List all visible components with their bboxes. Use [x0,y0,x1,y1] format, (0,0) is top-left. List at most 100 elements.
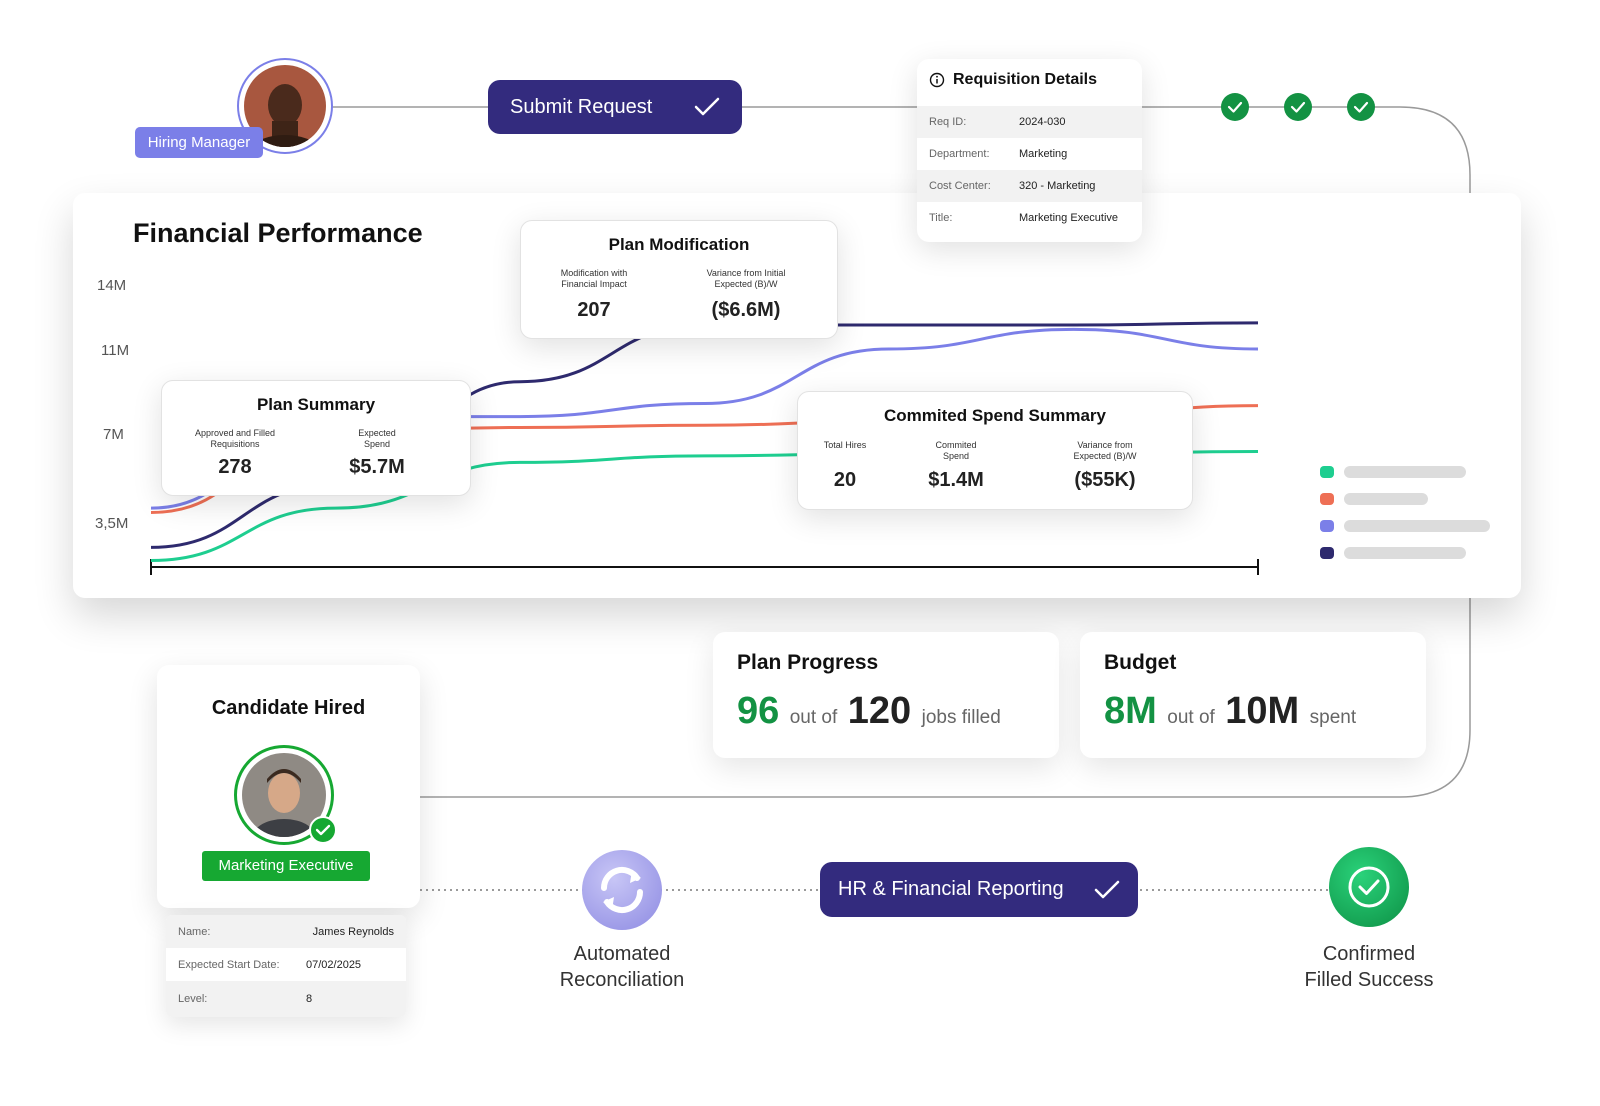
jobs-filled-text: jobs filled [921,707,1001,728]
budget-stat: 8M out of 10M spent [1104,690,1356,733]
legend-swatch [1320,547,1334,559]
hiring-manager-avatar [237,58,333,154]
row-value: 07/02/2025 [306,958,362,971]
step-check-icon [1221,93,1249,121]
row-value: Marketing Executive [1019,212,1119,224]
filled-count: 96 [737,690,780,732]
label-line: Confirmed [1322,943,1416,965]
spent-amount: 8M [1104,690,1157,732]
row-value: Marketing [1019,148,1068,160]
step-check-icon [1347,93,1375,121]
hr-reporting-label: HR & Financial Reporting [838,878,1064,900]
row-key: Req ID: [929,116,967,128]
y-tick-label: 3,5M [95,515,129,532]
success-icon [1329,847,1409,927]
label-line: Filled Success [1304,969,1434,991]
candidate-row: Level: 8 [166,981,406,1017]
candidate-row: Expected Start Date: 07/02/2025 [166,948,406,981]
y-tick-label: 14M [97,277,127,294]
row-value: 2024-030 [1019,116,1066,128]
metric-label: Modification with Financial Impact [560,268,628,289]
plan-summary-card: Plan Summary Approved and Filled Requisi… [161,380,471,496]
requisition-row: Cost Center: 320 - Marketing [917,170,1142,202]
legend-swatch [1320,493,1334,505]
requisition-details-card: Requisition Details Req ID: 2024-030 Depa… [917,59,1142,242]
metric-value: 207 [577,299,611,321]
hiring-manager-badge: Hiring Manager [135,127,263,158]
plan-progress-title: Plan Progress [737,651,879,674]
hr-financial-reporting-button[interactable]: HR & Financial Reporting [820,862,1138,917]
budget-total: 10M [1225,690,1300,732]
hired-check-icon [309,816,337,844]
person-portrait-icon [244,65,326,147]
metric-value: ($6.6M) [711,299,781,321]
row-key: Department: [929,148,990,160]
plan-summary-title: Plan Summary [256,395,376,414]
plan-modification-card: Plan Modification Modification with Fina… [520,220,838,339]
candidate-details-card: Name: James Reynolds Expected Start Date:… [166,915,406,1017]
submit-request-label: Submit Request [510,95,653,118]
metric-value: 20 [833,469,857,491]
requisition-header: Requisition Details [929,71,1097,89]
budget-title: Budget [1104,651,1177,674]
requisition-row: Title: Marketing Executive [917,202,1142,234]
y-tick-label: 11M [101,342,130,359]
legend-placeholder-bar [1344,547,1466,559]
financial-performance-title: Financial Performance [133,218,423,248]
committed-spend-card: Commited Spend Summary Total Hires 20 Co… [797,391,1193,510]
row-key: Level: [178,993,208,1005]
legend-placeholder-bar [1344,520,1490,532]
candidate-row: Name: James Reynolds [166,915,406,948]
row-key: Name: [178,925,211,938]
metric-value: $5.7M [349,456,405,478]
candidate-hired-title: Candidate Hired [211,697,366,719]
requisition-title: Requisition Details [953,71,1098,88]
metric-label: Commited Spend [935,440,977,461]
plan-progress-stat: 96 out of 120 jobs filled [737,690,1001,733]
step-check-icon [1284,93,1312,121]
candidate-hired-card: Candidate Hired Marketing Executive [157,665,420,908]
check-circle-icon [1348,866,1390,908]
total-count: 120 [847,690,912,732]
metric-label: Variance from Expected (B)/W [1073,440,1137,461]
automated-reconciliation-label: Automated Reconciliation [540,941,704,993]
requisition-rows: Req ID: 2024-030 Department: Marketing Cos… [917,106,1142,234]
row-value: James Reynolds [312,925,394,938]
requisition-row: Department: Marketing [917,138,1142,170]
check-icon [1094,880,1120,898]
metric-value: $1.4M [928,469,984,491]
committed-spend-title: Commited Spend Summary [884,406,1106,425]
legend-placeholder-bar [1344,493,1428,505]
row-key: Title: [929,212,953,224]
y-tick-label: 7M [103,426,124,443]
info-icon [929,72,945,88]
role-badge: Marketing Executive [202,851,370,881]
metric-label: Variance from Initial Expected (B)/W [706,268,786,289]
plan-progress-card: Plan Progress 96 out of 120 jobs filled [713,632,1059,758]
legend-placeholder-bar [1344,466,1466,478]
metric-value: 278 [218,456,252,478]
submit-request-button[interactable]: Submit Request [488,80,742,134]
legend-swatch [1320,520,1334,532]
row-value: 8 [306,993,313,1005]
label-line: Reconciliation [559,969,685,991]
confirmed-success-label: Confirmed Filled Success [1283,941,1455,993]
row-key: Cost Center: [929,180,991,192]
reconciliation-icon [582,850,662,930]
row-value: 320 - Marketing [1019,180,1096,192]
metric-label: Approved and Filled Requisitions [194,428,276,449]
plan-modification-title: Plan Modification [608,235,750,254]
budget-card: Budget 8M out of 10M spent [1080,632,1426,758]
legend-swatch [1320,466,1334,478]
out-of-text: out of [789,707,838,728]
metric-label: Expected Spend [358,428,396,449]
row-key: Expected Start Date: [178,958,280,971]
out-of-text: out of [1167,707,1215,728]
spent-text: spent [1309,707,1357,728]
check-icon [694,97,720,116]
label-line: Automated [573,943,671,965]
requisition-row: Req ID: 2024-030 [917,106,1142,138]
metric-label: Total Hires [823,440,867,450]
sync-icon [600,866,644,914]
metric-value: ($55K) [1074,469,1136,491]
